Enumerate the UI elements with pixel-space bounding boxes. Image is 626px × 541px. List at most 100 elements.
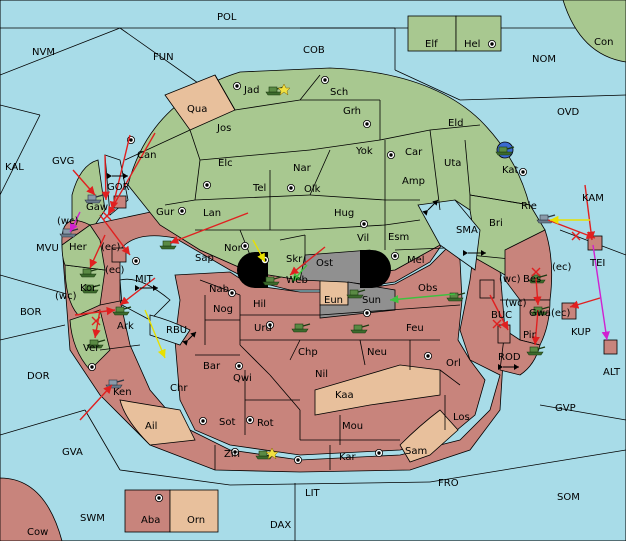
label-gwa: Gwa [529, 308, 551, 319]
label-rbu: RBU [166, 325, 187, 336]
label-yok: Yok [355, 146, 373, 157]
coast-kor-ec: (ec) [105, 265, 125, 276]
label-swm: SWM [80, 513, 105, 524]
label-sma: SMA [456, 225, 478, 236]
label-nor: Nor [224, 243, 243, 254]
label-web: Web [286, 275, 308, 286]
label-jos: Jos [216, 123, 231, 134]
strait-arrows [107, 173, 519, 370]
label-gor: GOR [107, 182, 130, 193]
label-hel: Hel [464, 39, 480, 50]
label-bes: Bes [523, 274, 541, 285]
province-buc[interactable] [479, 279, 495, 299]
label-fun: FUN [153, 52, 174, 63]
label-elf: Elf [425, 39, 438, 50]
label-kup: KUP [571, 327, 591, 338]
label-kar: Kar [339, 452, 357, 463]
province-elf[interactable] [407, 15, 457, 52]
label-olk: Olk [304, 184, 321, 195]
label-lit: LIT [305, 488, 321, 499]
coast-gwa-ec: (ec) [551, 308, 571, 319]
label-buc: BUC [491, 310, 512, 321]
label-orn: Orn [187, 515, 205, 526]
label-tei: TEI [589, 258, 605, 269]
label-sot: Sot [219, 417, 235, 428]
province-tei[interactable] [587, 235, 603, 251]
label-pol: POL [217, 12, 237, 23]
failed-order-marks [91, 211, 581, 329]
label-eun: Eun [324, 295, 343, 306]
star-icon [277, 83, 291, 96]
coast-bes-wc: (wc) [499, 274, 521, 285]
province-orn[interactable] [169, 489, 219, 533]
label-ark: Ark [117, 321, 134, 332]
label-rot: Rot [257, 418, 274, 429]
label-esm: Esm [388, 232, 409, 243]
label-sap: Sap [195, 253, 214, 264]
label-ost: Ost [316, 258, 333, 269]
label-qwi: Qwi [233, 373, 252, 384]
label-her: Her [69, 242, 88, 253]
label-car: Car [405, 147, 423, 158]
label-cow: Cow [27, 527, 48, 538]
label-bri: Bri [489, 218, 503, 229]
province-ail[interactable] [119, 399, 196, 446]
label-neu: Neu [367, 347, 387, 358]
label-amp: Amp [402, 176, 425, 187]
province-rbu[interactable] [149, 314, 191, 346]
label-nom: NOM [532, 54, 556, 65]
province-alt[interactable] [603, 339, 618, 355]
north-borders [124, 74, 531, 265]
order-arrows [69, 132, 610, 421]
label-ken: Ken [113, 387, 132, 398]
label-gvp: GVP [555, 403, 576, 414]
label-jad: Jad [243, 85, 259, 96]
label-lan: Lan [203, 208, 221, 219]
label-ovd: OVD [557, 107, 580, 118]
label-qua: Qua [187, 104, 207, 115]
label-can: Can [137, 150, 156, 161]
label-kaa: Kaa [335, 390, 354, 401]
label-vil: Vil [357, 233, 369, 244]
label-uta: Uta [444, 158, 461, 169]
label-mou: Mou [342, 421, 363, 432]
label-kat: Kat [502, 165, 519, 176]
label-obs: Obs [418, 283, 437, 294]
label-elc: Elc [218, 158, 233, 169]
province-labels: POL NVM FUN COB NOM Con Elf Hel OVD KAL … [5, 12, 621, 538]
label-kal: KAL [5, 162, 24, 173]
label-gva: GVA [62, 447, 83, 458]
label-mel: Mel [407, 255, 425, 266]
label-gvg: GVG [52, 156, 74, 167]
label-aba: Aba [141, 515, 160, 526]
province-sam[interactable] [399, 409, 459, 463]
coast-labels: (wc) (ec) (ec) (wc) (wc) (ec) (wc) (ec) [55, 216, 572, 319]
label-alt: ALT [603, 367, 621, 378]
label-los: Los [453, 412, 470, 423]
label-zin: Zin [224, 449, 240, 460]
label-eld: Eld [448, 118, 463, 129]
label-nar: Nar [293, 163, 312, 174]
label-sch: Sch [330, 87, 348, 98]
province-hel[interactable] [455, 15, 502, 52]
label-dax: DAX [270, 520, 291, 531]
label-nab: Nab [209, 284, 229, 295]
label-sam: Sam [405, 446, 427, 457]
label-mvu: MVU [36, 243, 59, 254]
label-gur: Gur [156, 207, 175, 218]
kat-emblem [495, 141, 515, 159]
label-grh: Grh [343, 106, 361, 117]
label-ver: Ver [83, 343, 100, 354]
province-sun[interactable] [319, 281, 396, 319]
label-chr: Chr [170, 383, 188, 394]
label-feu: Feu [406, 323, 424, 334]
label-hil: Hil [253, 299, 266, 310]
label-nvm: NVM [32, 47, 55, 58]
province-kaa[interactable] [314, 364, 441, 416]
label-uru: Uru [254, 323, 272, 334]
label-bar: Bar [203, 361, 221, 372]
coast-kor-wc: (wc) [55, 291, 77, 302]
label-rod: ROD [498, 352, 521, 363]
label-tel: Tel [252, 183, 266, 194]
